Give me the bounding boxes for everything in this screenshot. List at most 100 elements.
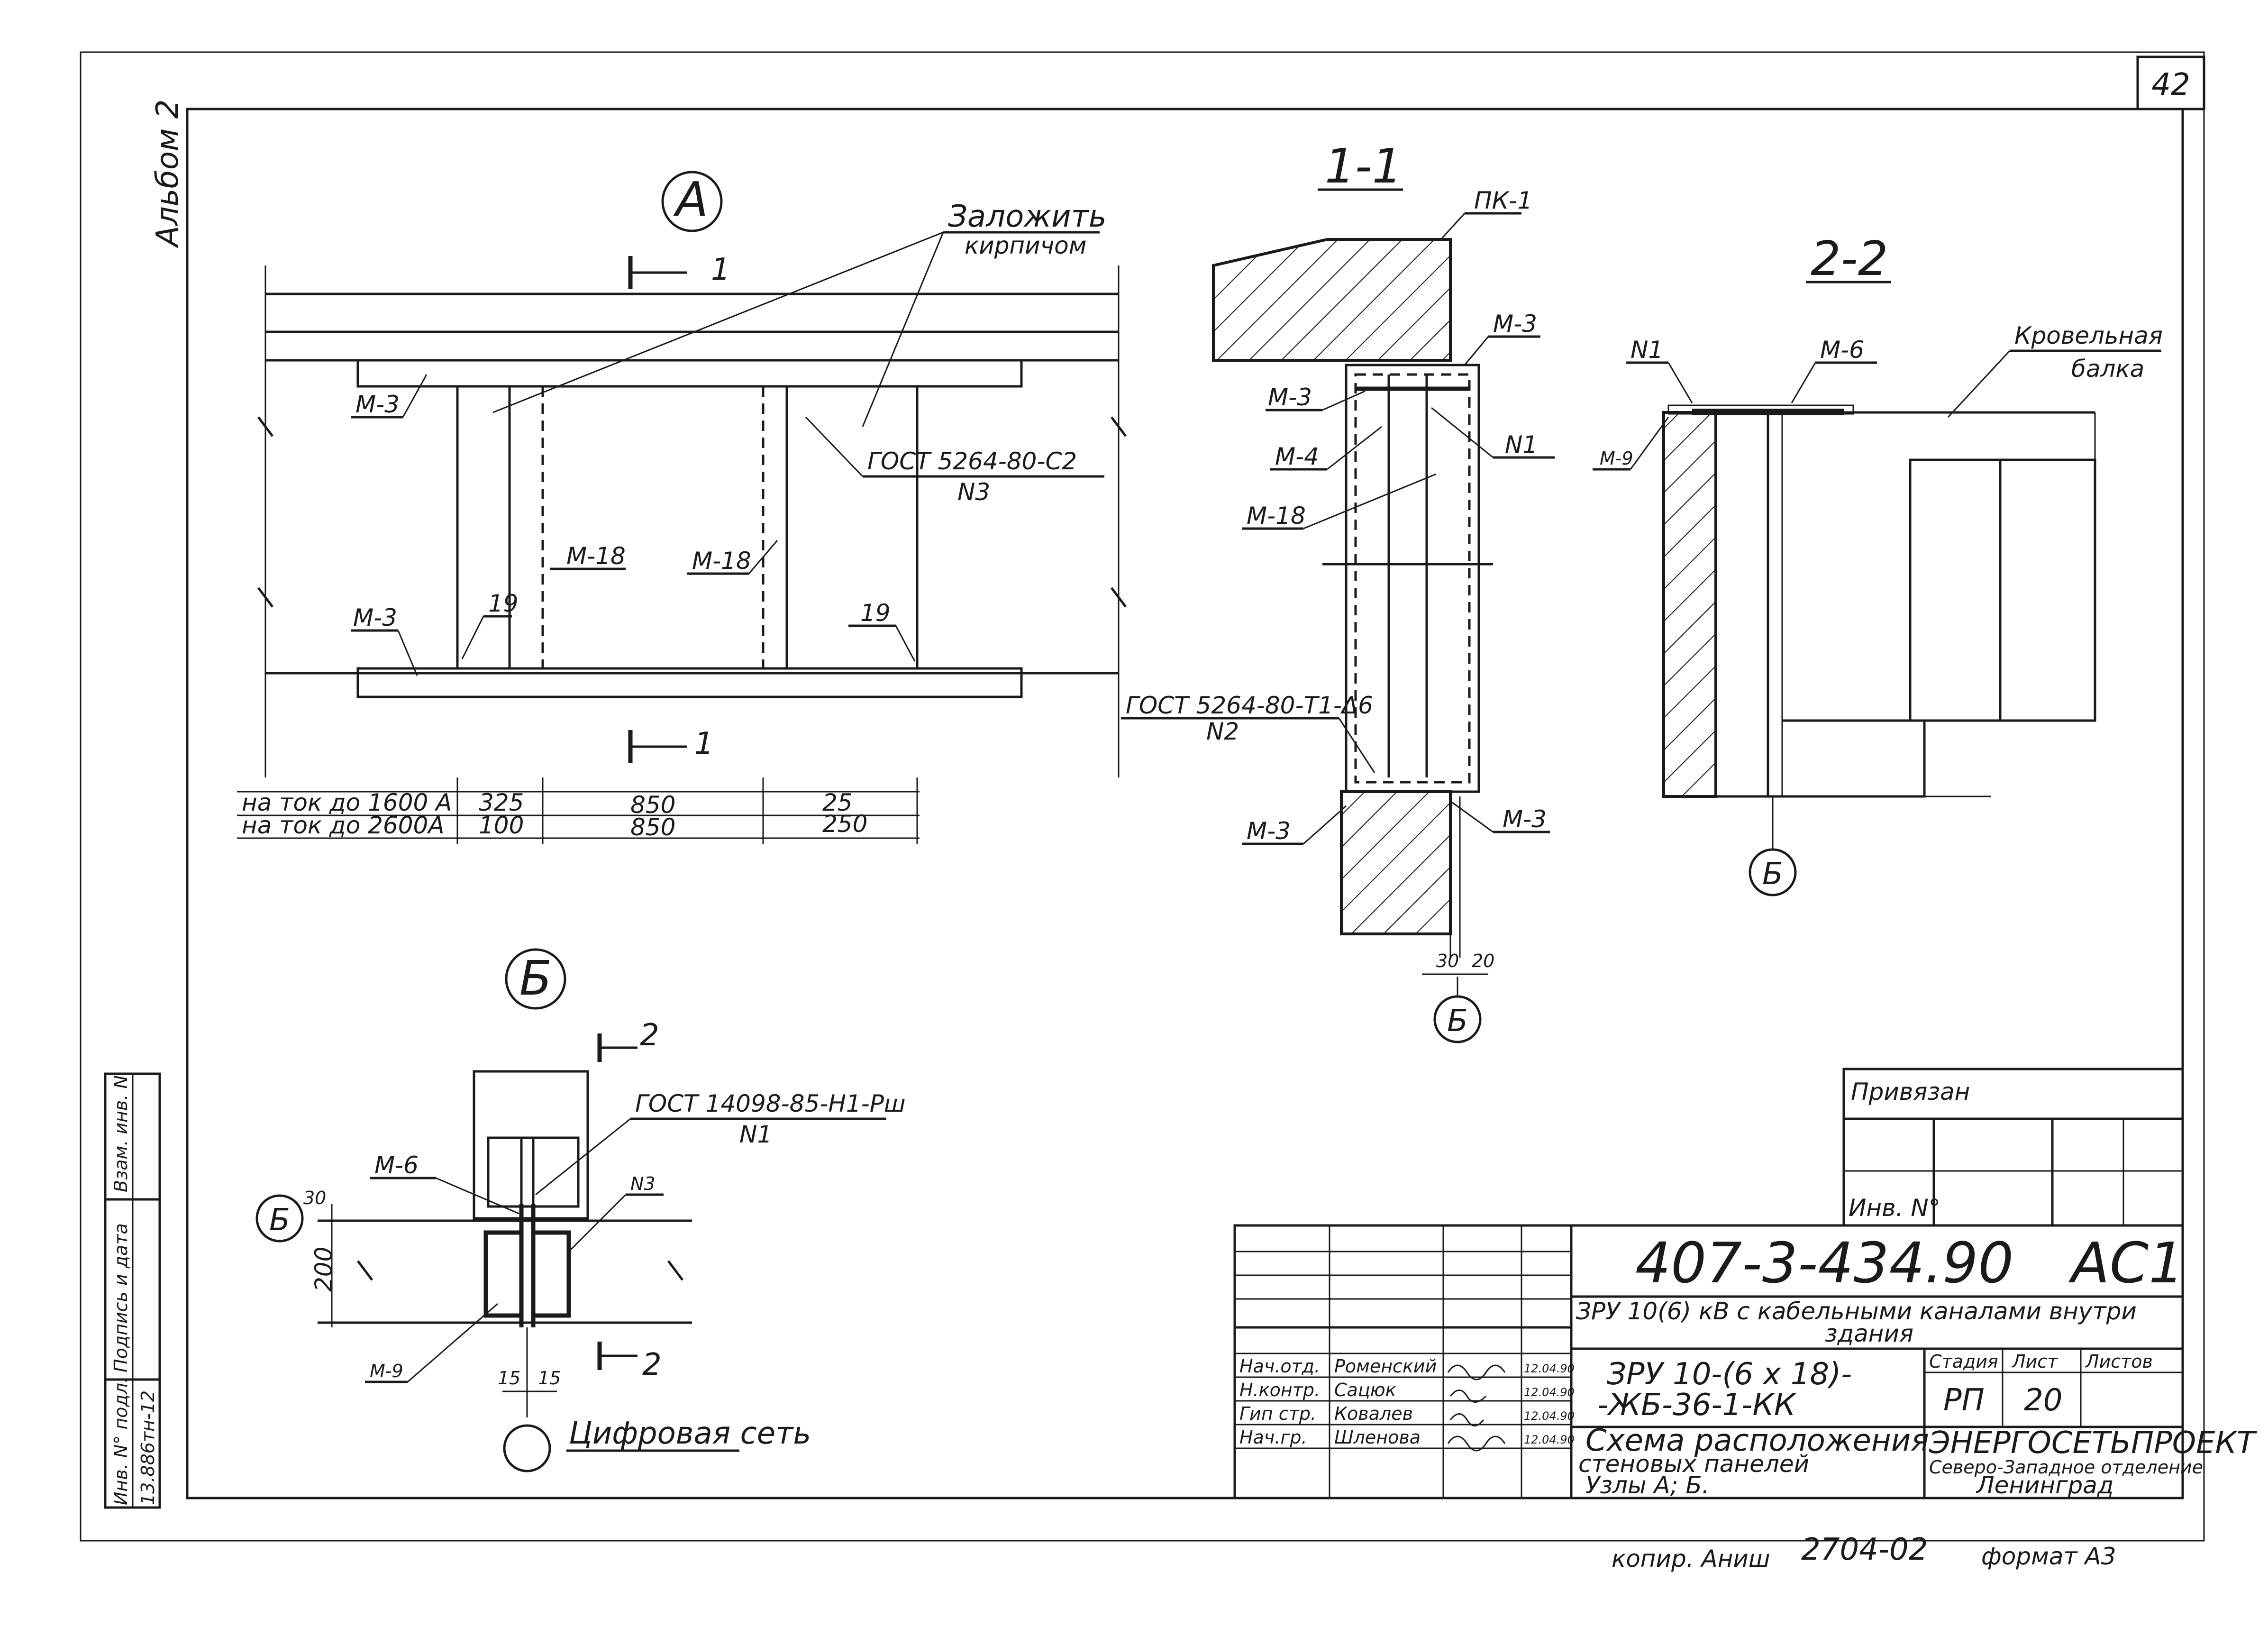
footer-copied-by: копир. Аниш [1612,1545,1770,1572]
title-stage: РП [1943,1383,1985,1418]
section-2-2-title: 2-2 [1811,231,1888,286]
node-b-m9: М-9 [370,1361,403,1381]
page-number-box [2136,55,2205,110]
signer-4-date: 12.04.90 [1524,1433,1575,1446]
title-hdr-sheets: Листов [2085,1351,2153,1372]
dim-row-1-v1: 325 [479,789,524,816]
title-block: 407-3-434.90 АС1 ЗРУ 10(6) кВ с кабельны… [1233,1224,2258,1499]
title-object-line1: ЗРУ 10-(6 х 18)- [1607,1357,1852,1392]
section-1-1-pk1: ПК-1 [1474,187,1532,214]
section-1-1-gost-num: N2 [1206,718,1239,745]
node-b-grid: Цифровая сеть [569,1416,811,1451]
node-a-top-plate [356,359,1023,388]
page-number: 42 [2151,67,2190,102]
title-hdr-sheet: Лист [2011,1351,2059,1372]
section-mark-1-bottom: 1 [694,726,714,761]
node-b-dim-30: 30 [303,1188,326,1208]
dim-row-1-v2: 850 [630,791,675,819]
title-code-suffix: АС1 [2068,1230,2184,1296]
node-b-gost: ГОСТ 14098-85-Н1-Рш [635,1090,906,1117]
node-a-gost-weld: ГОСТ 5264-80-С2 [867,448,1077,475]
signer-2-date: 12.04.90 [1524,1386,1575,1399]
title-drawing-line1: Схема расположения [1585,1423,1929,1458]
node-a-m18-right: М-18 [692,547,751,575]
title-org-line2: Северо-Западное отделение [1929,1457,2203,1478]
node-b: Б 2 ГОСТ 14098-85-Н1-Рш N1 М-6 N3 М-9 [255,948,906,1472]
section-1-1-gost: ГОСТ 5264-80-Т1-Δ6 [1126,692,1373,719]
node-b-marker-circle [505,948,566,1010]
section-1-1-title: 1-1 [1325,138,1402,194]
node-b-dim-200: 200 [310,1247,337,1292]
binding-title: Привязан [1851,1078,1970,1106]
binding-inv: Инв. N° [1849,1194,1940,1222]
node-a-bottom-plate [356,667,1023,698]
signer-4-signature [1447,1435,1506,1452]
node-b-gost-num: N1 [739,1121,772,1148]
signer-3-role: Гип стр. [1239,1403,1316,1424]
title-project-line1: ЗРУ 10(6) кВ с кабельными каналами внутр… [1576,1298,2137,1325]
section-2-2-m9: М-9 [1600,448,1633,469]
node-b-m6: М-6 [374,1152,419,1179]
node-b-section-mark-bottom: 2 [642,1347,662,1382]
dim-row-2-v2: 850 [630,814,675,841]
dim-row-2-v3: 250 [822,810,867,838]
signer-1-role: Нач.отд. [1239,1356,1320,1377]
section-1-1-axis: Б [1447,1004,1468,1039]
section-1-1-dim-a: 30 [1436,951,1459,971]
node-a-marker: А [673,172,708,227]
section-1-1-slab [1212,238,1452,362]
section-1-1-m3-c: М-3 [1247,817,1291,845]
section-2-2: 2-2 N1 М-6 Кровельная балка М-9 Б [1593,231,2163,896]
node-a-gost-weld-num: N3 [957,478,990,506]
node-b-marker: Б [519,951,552,1006]
dim-row-2-v1: 100 [479,812,524,839]
left-stamp: Инв. N° подл. 13.886тн-12 Подпись и дата… [104,1072,161,1509]
dim-row-1-v3: 25 [822,789,853,816]
footer-copy-number: 2704-02 [1801,1532,1928,1567]
node-b-dim-15a: 15 [498,1368,520,1389]
node-a-m3-bottom: М-3 [353,604,397,631]
section-1-1-m3-d: М-3 [1503,805,1547,833]
title-hdr-stage: Стадия [1929,1351,1998,1372]
node-a-n19-left: 19 [488,590,519,617]
dim-row-1-label: на ток до 1600 А [242,789,452,816]
signer-2-signature [1449,1389,1487,1403]
signer-4-role: Нач.гр. [1239,1427,1307,1448]
section-1-1-m4: М-4 [1275,443,1319,470]
title-sheet: 20 [2024,1383,2062,1418]
left-stamp-col1-val: 13.886тн-12 [137,1390,158,1505]
node-b-section-mark-top: 2 [640,1018,659,1053]
node-a: А 1 Заложить кирпичом ГОСТ 5264 [237,171,1127,844]
title-project-line2: здания [1825,1320,1913,1347]
section-2-2-wall [1662,411,1717,798]
section-2-2-axis: Б [1762,857,1783,892]
section-1-1: 1-1 ПК-1 М-3 М-3 М-4 М-18 N1 ГОСТ 5264-8… [1121,138,1555,1043]
section-2-2-beam-sub: балка [2071,355,2144,383]
title-object-line2: -ЖБ-36-1-КК [1597,1388,1797,1423]
album-label: Альбом 2 [150,100,185,248]
section-1-1-m18: М-18 [1247,502,1306,530]
dim-row-2-label: на ток до 2600А [242,812,445,839]
section-1-1-m3-a: М-3 [1493,310,1537,338]
title-drawing-line2: стеновых панелей [1578,1450,1809,1478]
node-b-n3: N3 [630,1173,656,1194]
section-2-2-n1: N1 [1630,336,1663,364]
signer-2-role: Н.контр. [1239,1380,1320,1400]
node-b-axis: Б [269,1203,290,1238]
left-stamp-col1: Инв. N° подл. [110,1377,131,1505]
section-1-1-m3-b: М-3 [1268,384,1312,411]
signer-3-signature [1449,1413,1485,1426]
binding-box: Привязан Инв. N° [1842,1068,2184,1227]
section-1-1-dim-b: 20 [1472,951,1494,971]
node-a-n19-right: 19 [860,599,891,627]
left-stamp-col2: Подпись и дата [110,1223,131,1372]
node-a-m18-left: М-18 [566,542,626,570]
section-mark-1-top: 1 [711,252,730,287]
signer-1-name: Роменский [1334,1356,1437,1377]
title-org-line3: Ленинград [1976,1472,2113,1499]
signer-4-name: Шленова [1334,1427,1421,1448]
node-a-m3-top: М-3 [355,391,400,418]
title-org-line1: ЭНЕРГОСЕТЬПРОЕКТ [1929,1426,2258,1461]
